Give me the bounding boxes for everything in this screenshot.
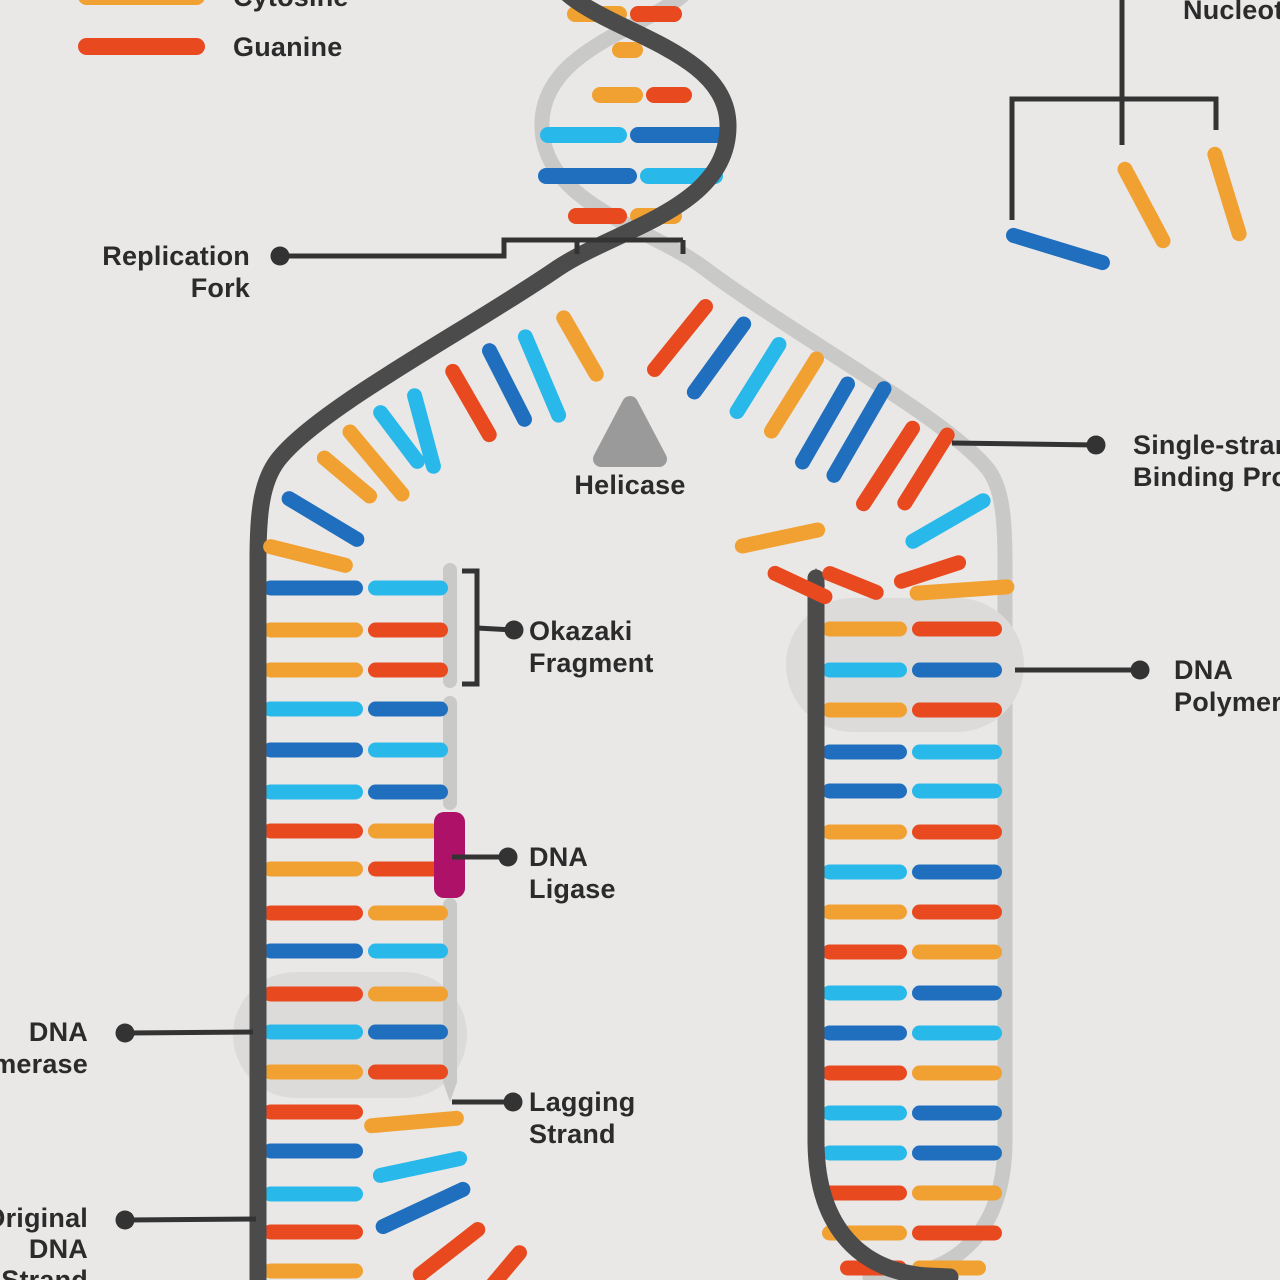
label-helicase: Helicase — [574, 470, 686, 500]
legend-swatch-guanine — [78, 38, 205, 55]
label-original-dna-strand: Original DNA Strand — [0, 1203, 88, 1280]
legend-swatch-cytosine — [78, 0, 205, 5]
label-single-strand-binding-protein: Single-strand Binding Protein — [1133, 430, 1280, 492]
legend-label-cytosine: Cytosine — [233, 0, 349, 13]
label-dna-polymerase-right: DNA Polymerase — [1174, 655, 1280, 717]
label-dna-ligase: DNA Ligase — [529, 842, 616, 904]
label-replication-fork: Replication Fork — [102, 241, 250, 303]
label-lagging-strand: Lagging Strand — [529, 1087, 636, 1149]
label-dna-polymerase-left: DNA Polymerase — [0, 1017, 88, 1079]
legend-label-guanine: Guanine — [233, 32, 343, 62]
label-nucleotide: Nucleotide — [1183, 0, 1280, 25]
label-okazaki-fragment: Okazaki Fragment — [529, 616, 654, 678]
